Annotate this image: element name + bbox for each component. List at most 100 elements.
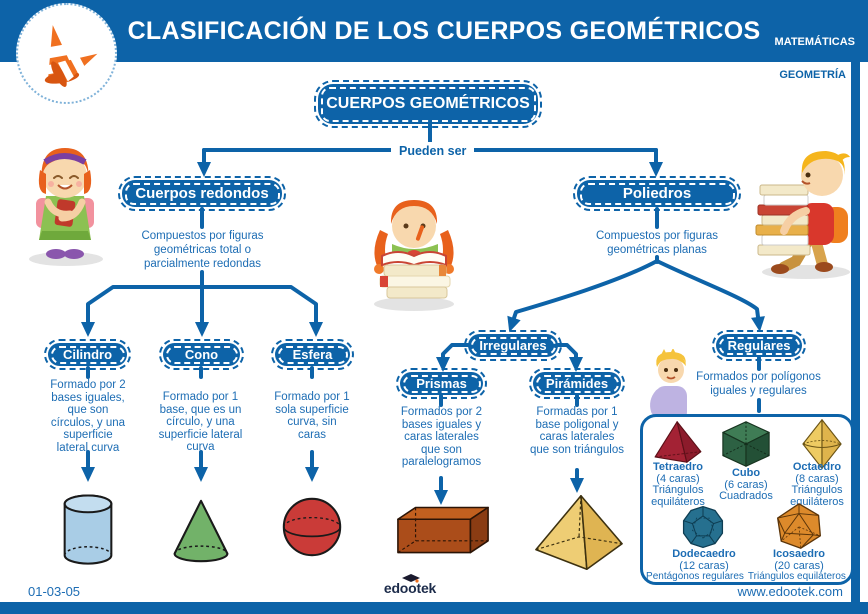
octahedron-label: Octaedro (8 caras) Triángulos equilátero… xyxy=(783,461,851,508)
solids-polygon-row: Pentágonos regulares Triángulos equiláte… xyxy=(643,571,849,582)
bottom-border-bar xyxy=(0,602,868,614)
edootek-logo: edootek xyxy=(372,574,448,600)
graduation-cap-icon xyxy=(402,574,420,583)
desc-line: lateral curva xyxy=(56,441,120,454)
node-cilindro: Cilindro xyxy=(44,339,131,370)
desc-line: geométricas planas xyxy=(607,244,707,256)
desc-line: Compuestos por figuras xyxy=(141,230,264,242)
desc-line: círculo, y una xyxy=(166,416,235,429)
node-label: Pirámides xyxy=(545,376,609,391)
girl-reading-on-book-stack-illustration xyxy=(374,200,454,311)
cube-label: Cubo (6 caras) Cuadrados xyxy=(715,467,777,503)
node-piramides: Pirámides xyxy=(529,368,625,399)
node-label: Irregulares xyxy=(479,338,547,353)
desc-line: caras laterales xyxy=(404,431,479,444)
logo-badge xyxy=(16,3,117,104)
desc-line: paralelogramos xyxy=(401,456,482,469)
pyramid-shape xyxy=(535,494,623,570)
solid-polygon: Cuadrados xyxy=(719,490,773,502)
prism-shape xyxy=(397,506,489,554)
node-esfera: Esfera xyxy=(271,339,354,370)
solid-faces: (4 caras) xyxy=(656,472,700,485)
node-irregulares: Irregulares xyxy=(464,330,562,361)
desc-line: Compuestos por figuras xyxy=(595,230,719,242)
node-label: Regulares xyxy=(727,338,791,353)
icosahedron-label: Icosaedro (20 caras) xyxy=(759,548,839,572)
girl-hugging-book-illustration xyxy=(29,148,103,266)
node-cuerpos-geometricos: CUERPOS GEOMÉTRICOS xyxy=(314,80,542,128)
desc-line: bases iguales, xyxy=(51,391,125,404)
solid-polygon: equiláteros xyxy=(790,495,844,508)
dodecahedron-label: Dodecaedro (12 caras) xyxy=(661,548,747,572)
cylinder-shape xyxy=(63,494,113,565)
desc-cuerpos-redondos: Compuestos por figuras geométricas total… xyxy=(120,229,285,271)
octahedron-icon xyxy=(802,419,842,469)
website-url: www.edootek.com xyxy=(737,584,844,599)
connector-label: Pueden ser xyxy=(391,142,475,160)
desc-line: Formadas por 1 xyxy=(536,406,618,418)
node-label: Poliedros xyxy=(622,185,692,202)
desc-line: que son xyxy=(421,443,462,456)
cube-icon xyxy=(722,421,770,467)
page-title: CLASIFICACIÓN DE LOS CUERPOS GEOMÉTRICOS xyxy=(127,16,761,45)
desc-line: base, que es un xyxy=(159,403,242,416)
icosahedron-polygon: Triángulos equiláteros xyxy=(747,571,846,582)
solid-faces: (8 caras) xyxy=(795,472,839,485)
topic-label: GEOMETRÍA xyxy=(779,69,846,81)
solid-name: Octaedro xyxy=(792,461,842,473)
desc-poliedros: Compuestos por figuras geométricas plana… xyxy=(565,229,749,257)
dodecahedron-polygon: Pentágonos regulares xyxy=(646,571,744,582)
node-regulares: Regulares xyxy=(712,330,806,361)
logo-text: edootek xyxy=(383,580,437,596)
solid-name: Cubo xyxy=(731,467,761,479)
solid-faces: (6 caras) xyxy=(724,478,768,491)
node-cuerpos-redondos: Cuerpos redondos xyxy=(118,176,286,211)
desc-line: parcialmente redondas xyxy=(144,258,261,270)
solid-faces: (12 caras) xyxy=(679,559,729,572)
solid-polygon: Triángulos xyxy=(791,484,843,496)
node-label: Cono xyxy=(184,347,219,362)
regular-solids-panel: Tetraedro (4 caras) Triángulos equiláter… xyxy=(640,414,854,585)
dodecahedron-icon xyxy=(682,505,724,549)
cone-shape xyxy=(173,499,229,563)
header-bar xyxy=(0,0,868,62)
solid-faces: (20 caras) xyxy=(774,559,824,572)
desc-line: geométricas total o xyxy=(153,244,252,256)
solid-name: Tetraedro xyxy=(653,461,703,473)
desc-piramides: Formadas por 1 base poligonal y caras la… xyxy=(518,406,636,456)
node-poliedros: Poliedros xyxy=(573,176,741,211)
node-prismas: Prismas xyxy=(396,368,487,399)
solid-name: Dodecaedro xyxy=(672,548,736,560)
right-border-strip xyxy=(851,62,860,602)
node-label: Cuerpos redondos xyxy=(135,185,269,202)
desc-line: que son xyxy=(67,404,109,417)
solid-polygon: equiláteros xyxy=(651,495,705,508)
boy-small-illustration xyxy=(650,349,687,422)
desc-line: Formados por polígonos xyxy=(696,371,821,383)
desc-esfera: Formado por 1 sola superficie curva, sin… xyxy=(264,391,360,441)
desc-line: caras xyxy=(297,428,327,441)
desc-line: caras laterales xyxy=(539,431,615,444)
tetrahedron-icon xyxy=(654,421,702,463)
desc-line: curva xyxy=(186,441,215,454)
desc-line: base poligonal y xyxy=(535,418,619,431)
desc-line: superficie xyxy=(63,429,113,442)
desc-line: bases iguales y xyxy=(401,418,482,431)
desc-line: que son triángulos xyxy=(530,443,624,456)
solid-name: Icosaedro xyxy=(773,548,825,560)
boy-carrying-books-illustration xyxy=(755,151,850,279)
desc-cilindro: Formado por 2 bases iguales, que son cír… xyxy=(37,379,139,455)
sphere-shape xyxy=(282,497,342,557)
desc-line: superficie lateral xyxy=(158,428,243,441)
desc-line: Formado por 2 xyxy=(50,379,126,391)
node-label: Esfera xyxy=(292,347,333,362)
desc-cono: Formado por 1 base, que es un círculo, y… xyxy=(147,391,254,454)
icosahedron-icon xyxy=(777,503,821,549)
node-label: CUERPOS GEOMÉTRICOS xyxy=(326,95,530,112)
node-cono: Cono xyxy=(159,339,244,370)
desc-prismas: Formados por 2 bases iguales y caras lat… xyxy=(390,406,493,469)
solid-polygon: Triángulos xyxy=(652,484,704,496)
desc-line: iguales y regulares xyxy=(710,385,807,397)
